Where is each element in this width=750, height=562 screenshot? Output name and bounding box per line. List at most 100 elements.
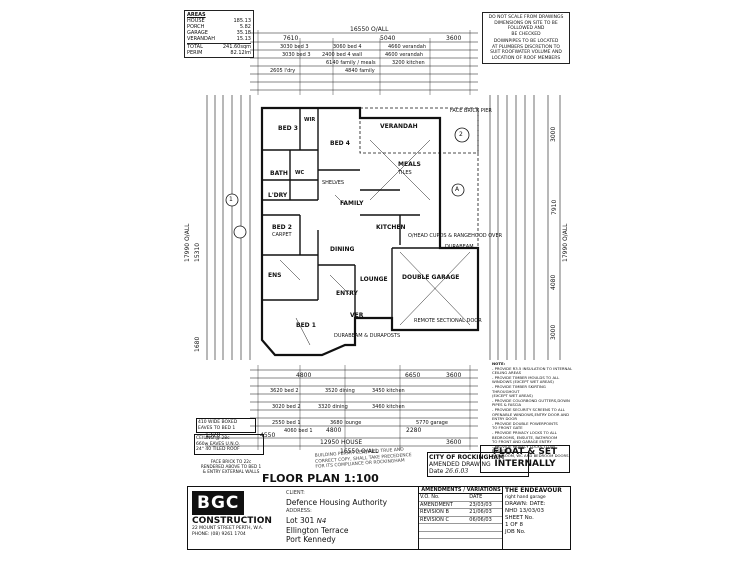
room-bath: BATH [270, 170, 288, 177]
section-marker-1: 1 [229, 196, 233, 203]
amendment-row [419, 531, 503, 539]
dim-right-sub: 7910 [551, 199, 558, 215]
dim-bottom-row3-c: 3460 kitchen [372, 404, 405, 410]
note-overhead-cupboards: O/HEAD CUPDS & RANGEHOOD OVER [408, 233, 503, 239]
client-name: Defence Housing Authority [286, 498, 388, 507]
dim-bottom-row4-c: 5770 garage [416, 420, 448, 426]
dim-top-row2-a: 3030 bed 3 [280, 44, 309, 50]
dim-bottom-a: 4550 [260, 432, 276, 439]
dim-right-a: 3000 [550, 126, 557, 142]
address-line2: Ellington Terrace [286, 526, 349, 535]
room-wir: WIR [304, 117, 316, 123]
room-ver: VER [350, 312, 364, 319]
dim-left-small: 1680 [194, 336, 201, 352]
room-ldry: L'DRY [268, 192, 288, 199]
room-double-garage: DOUBLE GARAGE [402, 274, 460, 281]
amendments-heading: AMENDMENTS / VARIATIONS [419, 487, 503, 494]
amendment-row [419, 523, 503, 532]
drawing-info: THE ENDEAVOUR right hand garage DRAWN: D… [502, 487, 573, 549]
dim-bottom-row3-a: 3020 bed 2 [272, 404, 301, 410]
note-carpet-bed2: CARPET [272, 232, 292, 238]
dim-top-row2-b: 3060 bed 4 [333, 44, 362, 50]
title-block: BGC CONSTRUCTION 22 MOUNT STREET PERTH, … [187, 486, 571, 550]
note-remote-door: REMOTE SECTIONAL DOOR [414, 318, 482, 324]
address-line1: Lot 301 N4 [286, 516, 327, 525]
note-tiles: TILES [398, 170, 412, 176]
floor-plan-title: FLOOR PLAN 1:100 [262, 472, 379, 485]
room-ens: ENS [268, 272, 282, 279]
room-meals: MEALS [398, 161, 421, 168]
section-marker-2: 2 [459, 131, 463, 138]
dim-top-right: 3600 [446, 35, 462, 42]
dim-top-row3-b: 2400 bed 4 wall [322, 52, 363, 58]
design-sub: right hand garage [505, 495, 546, 500]
dim-bottom-row4-b: 3680 lounge [330, 420, 362, 426]
room-family: FAMILY [340, 200, 364, 207]
dim-top-mid: 5040 [380, 35, 396, 42]
room-bed2: BED 2 [272, 224, 292, 231]
dim-right-b: 4080 [550, 274, 557, 290]
company-address: 22 MOUNT STREET PERTH, W.A. [192, 526, 264, 531]
dim-bottom-row5-a: 4060 bed 1 [284, 428, 313, 434]
dim-bottom-row2-c: 3450 kitchen [372, 388, 405, 394]
room-kitchen: KITCHEN [376, 224, 406, 231]
room-bed3: BED 3 [278, 125, 298, 132]
note-duraboam: DURABEAM [445, 244, 474, 250]
company-name: CONSTRUCTION [192, 516, 272, 526]
dim-bottom-row1-b: 6650 [405, 372, 421, 379]
dim-top-row4-a: 6140 family / meals [326, 60, 376, 66]
specification-notes: NOTE: - PROVIDE R3.5 INSULATION TO INTER… [492, 361, 573, 458]
dim-bottom-b: 4800 [326, 427, 342, 434]
note-duraboam-porch: DURABEAM & DURAPOSTS [334, 333, 401, 339]
dim-bottom-row1-c: 3600 [446, 372, 462, 379]
dim-top-row4-b: 3200 kitchen [392, 60, 425, 66]
room-lounge: LOUNGE [360, 276, 388, 283]
dim-bottom-row2-b: 3520 dining [325, 388, 355, 394]
dim-top-left: 7610 [283, 35, 299, 42]
room-bed4: BED 4 [330, 140, 350, 147]
company-logo: BGC CONSTRUCTION 22 MOUNT STREET PERTH, … [192, 491, 284, 537]
scale-note: DO NOT SCALE FROM DRAWINGS DIMENSIONS ON… [482, 12, 570, 64]
ceiling-note: CEILING @ 28c 660w EAVES U.N.O. 24° 40 T… [194, 434, 264, 455]
council-stamp: CITY OF ROCKINGHAM AMENDED DRAWING Date … [427, 452, 529, 477]
eaves-note: 410 WIDE BOXED EAVES TO BED 1 [196, 418, 256, 433]
section-marker-a: A [455, 186, 460, 193]
amendments-table: AMENDMENTS / VARIATIONS V.O. No.DATE AME… [418, 487, 503, 549]
note-shelves: SHELVES [322, 180, 345, 186]
room-bed1: BED 1 [296, 322, 316, 329]
room-wc: WC [295, 170, 305, 176]
dim-top-row3-a: 3030 bed 3 [282, 52, 311, 58]
room-dining: DINING [330, 246, 355, 253]
logo-bgc: BGC [192, 491, 245, 515]
dim-left-overall: 17990 O/ALL [184, 223, 191, 262]
design-name: THE ENDEAVOUR [505, 487, 562, 494]
dim-left-sub: 15310 [194, 242, 201, 262]
dim-top-overall: 16550 O/ALL [350, 26, 389, 33]
room-verandah: VERANDAH [380, 123, 418, 130]
dim-bottom-house: 12950 HOUSE [320, 439, 363, 446]
areas-heading: AREAS [187, 12, 206, 18]
amendments-header-row: V.O. No.DATE [419, 494, 503, 502]
dim-bottom-row3-b: 3320 dining [318, 404, 348, 410]
dim-top-row3-c: 4600 verandah [385, 52, 424, 58]
room-entry: ENTRY [336, 290, 358, 297]
dim-bottom-overall: 16550 O/ALL [340, 448, 379, 455]
dim-bottom-d: 3600 [446, 439, 462, 446]
dim-top-row5-b: 4840 family [345, 68, 375, 74]
dim-bottom-row2-a: 3620 bed 2 [270, 388, 299, 394]
note-face-brick-pier: FACE BRICK PIER [450, 108, 492, 114]
dim-bottom-row1-a: 4800 [296, 372, 312, 379]
dim-right-overall: 17990 O/ALL [562, 223, 569, 262]
company-phone: PHONE: (08) 9261 1704 [192, 531, 246, 537]
